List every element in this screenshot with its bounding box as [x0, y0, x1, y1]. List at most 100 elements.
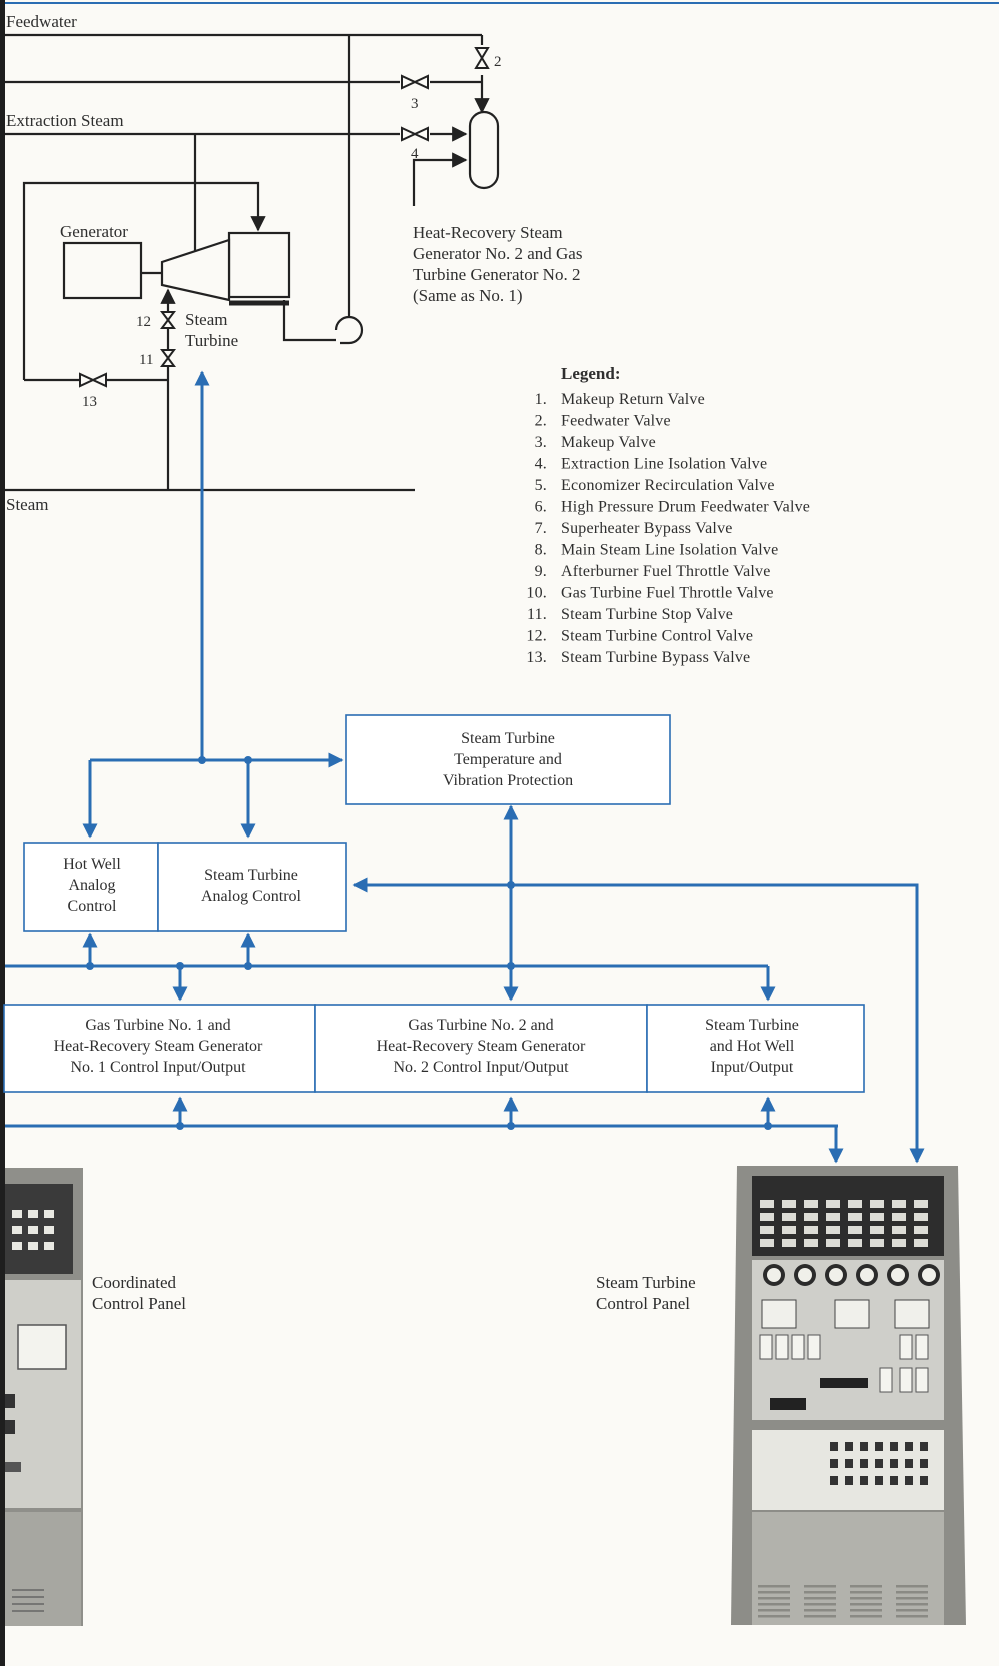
panel-key	[892, 1200, 906, 1208]
panel-key	[848, 1213, 862, 1221]
panel-gauge-face	[798, 1268, 812, 1282]
panel-switch	[860, 1476, 868, 1485]
legend-item-text: Main Steam Line Isolation Valve	[561, 542, 778, 559]
panel-vent	[850, 1609, 882, 1612]
panel-vent	[804, 1615, 836, 1618]
st-panel-caption-2: Control Panel	[596, 1294, 690, 1313]
block-line: Steam Turbine	[204, 867, 298, 884]
legend-title: Legend:	[561, 364, 621, 383]
panel-vent	[804, 1603, 836, 1606]
steam-turbine-label-2: Turbine	[185, 331, 238, 350]
panel-key	[826, 1200, 840, 1208]
valve-number: 12	[136, 314, 151, 330]
block-line: Vibration Protection	[443, 772, 573, 789]
panel-vent	[896, 1591, 928, 1594]
legend-item-number: 8.	[535, 542, 547, 559]
panel-switch	[890, 1459, 898, 1468]
legend-item-text: High Pressure Drum Feedwater Valve	[561, 499, 810, 516]
panel-switch	[905, 1459, 913, 1468]
panel-key	[760, 1239, 774, 1247]
panel-vent	[850, 1603, 882, 1606]
block-line: No. 2 Control Input/Output	[393, 1059, 569, 1076]
panel-key	[782, 1239, 796, 1247]
panel-key	[804, 1239, 818, 1247]
panel-switch	[845, 1476, 853, 1485]
coordinated-panel-caption-1: Coordinated	[92, 1273, 177, 1292]
hrsg-note-line: (Same as No. 1)	[413, 286, 523, 305]
coordinated-control-panel-image	[5, 1168, 83, 1626]
panel-key	[826, 1239, 840, 1247]
panel-vent	[896, 1609, 928, 1612]
valve-number: 3	[411, 96, 419, 112]
legend-item-text: Extraction Line Isolation Valve	[561, 456, 767, 473]
panel-vent	[758, 1591, 790, 1594]
panel-gauge-face	[891, 1268, 905, 1282]
panel-vent	[896, 1603, 928, 1606]
valve-number: 4	[411, 146, 419, 162]
panel-switch	[875, 1442, 883, 1451]
panel-gauge-face	[829, 1268, 843, 1282]
legend-item-number: 4.	[535, 456, 547, 473]
gt2-io-block: Gas Turbine No. 2 and Heat-Recovery Stea…	[315, 1005, 647, 1092]
hot-well-analog-block: Hot Well Analog Control	[24, 843, 158, 931]
block-line: Gas Turbine No. 1 and	[85, 1017, 230, 1034]
legend-item-number: 11.	[527, 606, 547, 623]
left-edge-bar	[0, 0, 5, 1666]
legend-item-text: Makeup Valve	[561, 434, 656, 451]
panel-vent	[758, 1609, 790, 1612]
panel-key	[804, 1200, 818, 1208]
panel-switch	[890, 1442, 898, 1451]
legend-item-number: 9.	[535, 563, 547, 580]
legend-item-number: 5.	[535, 477, 547, 494]
panel-gauge-face	[860, 1268, 874, 1282]
legend-item-number: 13.	[526, 649, 547, 666]
block-line: Heat-Recovery Steam Generator	[377, 1038, 586, 1055]
panel-key	[782, 1226, 796, 1234]
legend-item-text: Afterburner Fuel Throttle Valve	[561, 563, 771, 580]
panel-switch	[905, 1476, 913, 1485]
panel-vent	[896, 1585, 928, 1588]
panel-vent	[758, 1615, 790, 1618]
condenser	[229, 233, 289, 297]
legend-item-number: 12.	[526, 628, 547, 645]
generator	[64, 243, 141, 298]
steam-turbine-label-1: Steam	[185, 310, 228, 329]
panel-vent	[758, 1585, 790, 1588]
legend: Legend: 1.Makeup Return Valve2.Feedwater…	[526, 364, 810, 666]
block-line: Hot Well	[63, 856, 121, 873]
panel-switch	[845, 1459, 853, 1468]
panel-switch	[830, 1442, 838, 1451]
protection-block: Steam Turbine Temperature and Vibration …	[346, 715, 670, 804]
panel-vent	[896, 1597, 928, 1600]
panel-key	[870, 1200, 884, 1208]
legend-item-number: 10.	[526, 585, 547, 602]
panel-key	[826, 1226, 840, 1234]
legend-item-text: Gas Turbine Fuel Throttle Valve	[561, 585, 774, 602]
valve-number: 2	[494, 54, 502, 70]
hrsg-note: Heat-Recovery Steam Generator No. 2 and …	[413, 223, 582, 305]
st-analog-block: Steam Turbine Analog Control	[158, 843, 346, 931]
legend-item-text: Superheater Bypass Valve	[561, 520, 733, 537]
block-line: Analog Control	[201, 888, 302, 905]
extraction-steam-label: Extraction Steam	[6, 111, 124, 130]
panel-vent	[804, 1585, 836, 1588]
panel-gauge-face	[767, 1268, 781, 1282]
panel-key	[848, 1239, 862, 1247]
block-line: Temperature and	[454, 751, 562, 768]
panel-key	[848, 1226, 862, 1234]
panel-key	[892, 1226, 906, 1234]
panel-key	[870, 1239, 884, 1247]
panel-key	[760, 1213, 774, 1221]
panel-key	[914, 1213, 928, 1221]
hrsg-note-line: Heat-Recovery Steam	[413, 223, 563, 242]
valve-number: 13	[82, 394, 97, 410]
block-line: and Hot Well	[710, 1038, 795, 1055]
panel-switch	[920, 1459, 928, 1468]
panel-key	[804, 1213, 818, 1221]
legend-item-number: 2.	[535, 413, 547, 430]
panel-vent	[758, 1597, 790, 1600]
panel-switch	[905, 1442, 913, 1451]
panel-vent	[896, 1615, 928, 1618]
